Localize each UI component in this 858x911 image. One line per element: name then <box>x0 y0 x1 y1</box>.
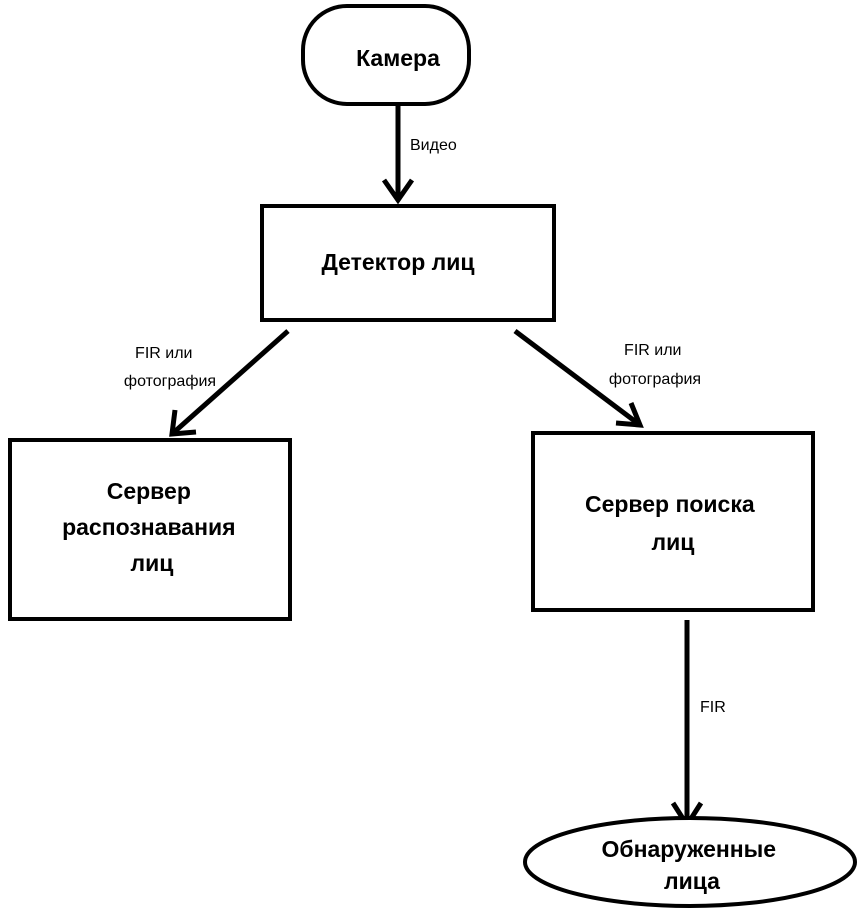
node-face-detector-shape <box>260 204 556 322</box>
edge-detector-to-search-line <box>513 329 642 427</box>
edge-detector-to-search: FIR или фотография <box>513 329 701 428</box>
edge-detector-to-recognition-arrowhead <box>169 409 197 437</box>
node-recognition-server-label: Сервер распознавания лиц <box>62 478 242 576</box>
node-search-server-label: Сервер поиска лиц <box>585 491 761 555</box>
node-detected-faces-label: Обнаруженные лица <box>601 836 782 894</box>
node-camera-label: Камера <box>356 45 440 71</box>
node-search-server: Сервер поиска лиц <box>531 431 815 612</box>
edge-detector-to-search-label: FIR или фотография <box>609 342 701 388</box>
node-recognition-server-shape <box>8 438 292 621</box>
node-face-detector: Детектор лиц <box>260 204 556 322</box>
edge-camera-to-detector-label: Видео <box>410 137 457 154</box>
edge-detector-to-search-arrowhead <box>615 402 644 428</box>
node-search-server-shape <box>531 431 815 612</box>
node-camera: Камера <box>301 4 471 106</box>
edge-detector-to-recognition-label: FIR или фотография <box>124 345 216 390</box>
edge-camera-to-detector: Видео <box>381 106 457 205</box>
edge-search-to-detected-label: FIR <box>700 699 726 716</box>
edge-camera-to-detector-arrowhead <box>381 178 415 205</box>
edge-detector-to-recognition-line <box>170 329 290 436</box>
node-camera-shape <box>301 4 471 106</box>
edge-detector-to-recognition: FIR или фотография <box>124 329 290 437</box>
node-recognition-server: Сервер распознавания лиц <box>8 438 292 621</box>
node-face-detector-label: Детектор лиц <box>321 249 474 275</box>
node-detected-faces: Обнаруженные лица <box>523 816 857 908</box>
edge-search-to-detected: FIR <box>670 620 726 830</box>
node-detected-faces-shape <box>523 816 857 908</box>
